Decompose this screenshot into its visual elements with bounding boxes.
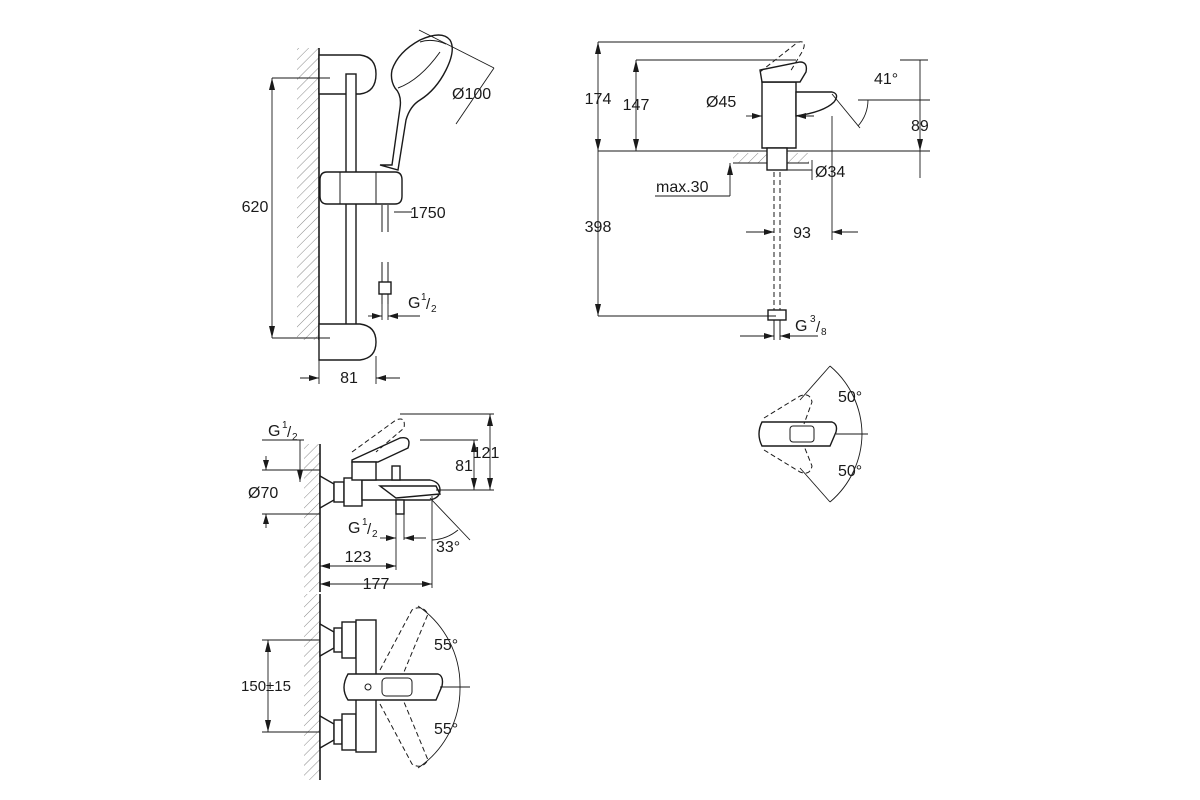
dim-swivel-down-label: 55° <box>434 721 458 738</box>
connection-den: 8 <box>821 327 827 338</box>
bath-rosette <box>319 474 335 510</box>
hose-thread-num: 1 <box>421 292 427 303</box>
bath-outlet <box>395 499 405 515</box>
basin-lever <box>759 61 808 83</box>
hose-nut <box>378 281 392 295</box>
hand-shower <box>379 34 453 171</box>
dim-d100-label: Ø100 <box>452 86 491 103</box>
bath-nut <box>333 481 345 503</box>
lower-union <box>341 713 357 751</box>
dim-150-label: 150±15 <box>241 678 291 695</box>
dim-swivel-right-label: 50° <box>838 463 862 480</box>
dim-398-label: 398 <box>585 219 612 236</box>
fraction-slash: / <box>287 424 292 441</box>
dim-93-label: 93 <box>793 225 811 242</box>
upper-union <box>341 621 357 659</box>
dim-swivel-left-label: 50° <box>838 389 862 406</box>
upper-rosette <box>319 622 335 658</box>
bath-top-wall-hatch <box>304 594 320 780</box>
dim-89-label: 89 <box>911 118 929 135</box>
dim-33deg-label: 33° <box>436 539 460 556</box>
hose-thread-g: G <box>408 295 420 312</box>
rail-bottom-bracket <box>318 323 377 361</box>
basin-mixer-body <box>761 81 797 149</box>
bath-handle-base <box>351 461 377 481</box>
bath-spout <box>377 485 442 499</box>
lower-nut <box>333 719 343 745</box>
bath-outlet-num: 1 <box>362 517 368 528</box>
bath-wall-hatch <box>304 444 320 592</box>
fraction-slash: / <box>367 521 372 538</box>
wall-hatch <box>297 48 319 340</box>
dim-41deg-label: 41° <box>874 71 898 88</box>
dim-177-label: 177 <box>363 576 390 593</box>
dim-147-label: 147 <box>623 97 650 114</box>
dim-d45-label: Ø45 <box>706 94 736 111</box>
bath-thread-num: 1 <box>282 420 288 431</box>
basin-top-lever <box>758 421 838 447</box>
dim-620-label: 620 <box>242 199 269 216</box>
bath-outlet-den: 2 <box>372 529 378 540</box>
basin-hose-end <box>767 309 787 321</box>
bath-handle <box>351 437 410 463</box>
connection-thread-g: G <box>795 318 807 335</box>
shower-rail-view: 620 Ø100 1750 G 1 / 2 81 <box>242 29 495 387</box>
bath-top-lever <box>343 673 444 701</box>
dim-d34-label: Ø34 <box>815 164 845 181</box>
dim-d70-label: Ø70 <box>248 485 278 502</box>
fraction-slash: / <box>816 319 821 336</box>
connection-num: 3 <box>810 314 816 325</box>
bath-mixer-top-view: 55° 55° 150±15 <box>241 594 470 780</box>
rail-slider <box>319 171 403 205</box>
bath-thread-den: 2 <box>292 432 298 443</box>
bath-union <box>343 477 363 507</box>
hose-thread-den: 2 <box>431 304 437 315</box>
bath-outlet-g: G <box>348 520 360 537</box>
bath-mixer-side-view: G 1 / 2 Ø70 81 121 G 1 / 2 <box>248 413 500 593</box>
dim-max30-label: max.30 <box>656 179 709 196</box>
dim-174-label: 174 <box>585 91 612 108</box>
upper-nut <box>333 627 343 653</box>
dim-1750-label: 1750 <box>410 205 446 222</box>
basin-top-view: 50° 50° <box>758 365 868 503</box>
dim-81-label: 81 <box>340 370 358 387</box>
fraction-slash: / <box>426 296 431 313</box>
dim-123-label: 123 <box>345 549 372 566</box>
lower-rosette <box>319 714 335 750</box>
bath-thread-g: G <box>268 423 280 440</box>
dim-swivel-up-label: 55° <box>434 637 458 654</box>
basin-shank <box>766 147 788 171</box>
basin-mixer-view: 174 147 Ø45 41° 89 Ø34 max.30 <box>585 41 930 503</box>
basin-spout <box>795 91 838 117</box>
bath-diverter <box>391 465 401 481</box>
dim-121-label: 121 <box>473 445 500 462</box>
dim-81-bath-label: 81 <box>455 458 473 475</box>
